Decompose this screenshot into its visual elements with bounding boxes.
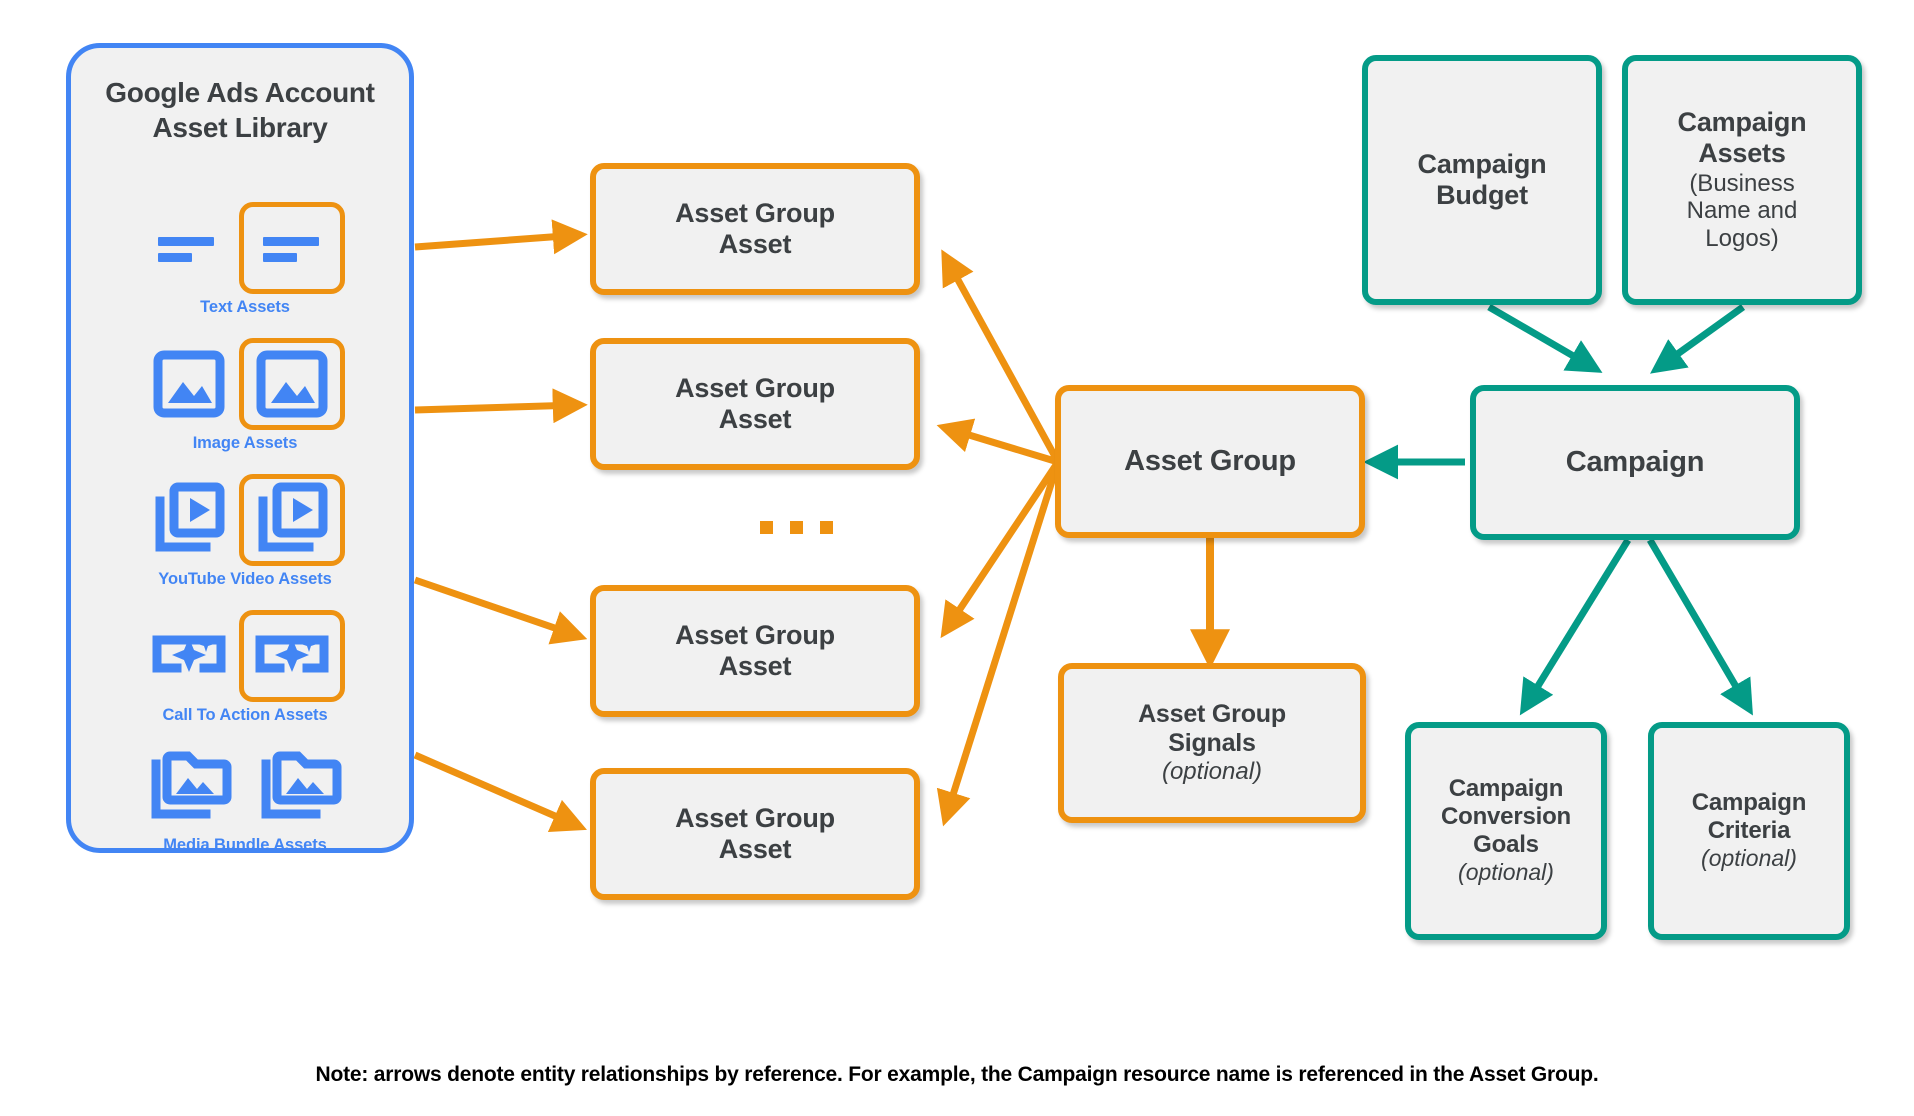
media-bundle-asset-icon [146,742,234,830]
library-label-media-bundle-assets: Media Bundle Assets [163,836,327,854]
library-row-text-assets[interactable]: Text Assets [71,200,419,336]
asset-group-asset-2-line1: Asset Group [675,372,835,403]
library-title-line1: Google Ads Account [105,77,375,108]
video-asset-icon-glyph [155,482,225,552]
asset-group-asset-3-line2: Asset [718,651,792,681]
library-row-video-assets[interactable]: YouTube Video Assets [71,472,419,608]
text-asset-icon-selected[interactable] [239,202,345,294]
campaign-criteria-line2: Criteria [1707,817,1791,845]
asset-library-panel: Google Ads Account Asset Library [66,43,414,854]
campaign-conversion-goals-line3: Goals [1473,831,1539,859]
library-label-cta-assets: Call To Action Assets [162,706,328,724]
campaign-conversion-goals-line1: Campaign [1448,775,1564,803]
campaign-assets-sub1: (Business [1689,169,1795,197]
media-bundle-asset-icon-glyph [151,751,232,819]
campaign-box[interactable]: Campaign [1470,385,1800,540]
call-to-action-asset-icon [145,612,233,700]
ellipsis-dot-2 [790,521,803,534]
video-asset-icon-selected[interactable] [239,474,345,566]
campaign-label: Campaign [1565,445,1705,478]
campaign-assets-box[interactable]: Campaign Assets (Business Name and Logos… [1622,55,1862,305]
campaign-budget-box[interactable]: Campaign Budget [1362,55,1602,305]
campaign-to-criteria-edge [1646,538,1753,716]
ellipsis-dot-3 [820,521,833,534]
asset-group-to-assets-edges [936,249,1062,827]
image-asset-icon-glyph [256,350,328,418]
video-asset-icon-glyph [258,482,328,552]
asset-group-asset-4-line2: Asset [718,834,792,864]
library-label-image-assets: Image Assets [192,434,298,452]
library-to-asset-group-asset-edges [413,219,588,832]
campaign-assets-to-campaign-edge [1650,304,1746,374]
library-row-media-bundle-assets[interactable]: Media Bundle Assets [71,738,419,874]
asset-group-asset-3-line1: Asset Group [675,619,835,650]
image-asset-icon-glyph [153,350,225,418]
asset-group-asset-box-4[interactable]: Asset Group Asset [590,768,920,900]
image-asset-icon [145,340,233,428]
campaign-budget-line1: Campaign [1417,148,1547,179]
ellipsis-dot-1 [760,521,773,534]
library-label-text-assets: Text Assets [200,298,290,316]
call-to-action-asset-icon-glyph [152,635,226,673]
campaign-conversion-goals-line2: Conversion [1440,803,1572,831]
call-to-action-asset-icon-glyph [255,635,329,673]
call-to-action-asset-icon-selected[interactable] [239,610,345,702]
campaign-criteria-box[interactable]: Campaign Criteria (optional) [1648,722,1850,940]
asset-group-asset-1-line2: Asset [718,229,792,259]
asset-group-asset-box-1[interactable]: Asset Group Asset [590,163,920,295]
campaign-criteria-optional: (optional) [1701,845,1797,872]
campaign-assets-line1: Campaign [1677,106,1807,137]
text-asset-icon [145,204,233,292]
asset-group-label: Asset Group [1124,444,1296,477]
asset-group-asset-2-line2: Asset [718,404,792,434]
asset-group-asset-box-3[interactable]: Asset Group Asset [590,585,920,717]
asset-group-box[interactable]: Asset Group [1055,385,1365,538]
library-row-image-assets[interactable]: Image Assets [71,336,419,472]
campaign-conversion-goals-box[interactable]: Campaign Conversion Goals (optional) [1405,722,1607,940]
text-asset-icon-glyph [158,237,214,262]
asset-group-asset-box-2[interactable]: Asset Group Asset [590,338,920,470]
footnote-text: Note: arrows denote entity relationships… [315,1063,1599,1086]
media-bundle-asset-icon-glyph [261,751,342,819]
campaign-budget-line2: Budget [1436,180,1528,210]
asset-group-signals-optional: (optional) [1161,757,1263,785]
ellipsis-indicator [760,521,833,534]
library-title: Google Ads Account Asset Library [71,76,409,145]
campaign-assets-sub3: Logos) [1705,225,1779,253]
library-label-video-assets: YouTube Video Assets [158,570,332,588]
asset-group-signals-box[interactable]: Asset Group Signals (optional) [1058,663,1366,823]
text-asset-icon-glyph [263,237,319,262]
budget-to-campaign-edge [1487,303,1603,373]
asset-group-signals-line2: Signals [1168,728,1256,757]
campaign-assets-line2: Assets [1698,138,1786,169]
asset-group-signals-line1: Asset Group [1138,699,1286,728]
media-bundle-asset-icon-2 [256,742,344,830]
library-row-cta-assets[interactable]: Call To Action Assets [71,608,419,744]
asset-group-asset-1-line1: Asset Group [675,197,835,228]
image-asset-icon-selected[interactable] [239,338,345,430]
campaign-criteria-line1: Campaign [1691,789,1807,817]
video-asset-icon [145,476,233,564]
campaign-conversion-goals-optional: (optional) [1458,858,1554,885]
campaign-assets-sub2: Name and [1686,197,1798,225]
library-title-line2: Asset Library [152,111,328,143]
asset-group-asset-4-line1: Asset Group [675,802,835,833]
campaign-to-conversion-goals-edge [1519,538,1631,716]
